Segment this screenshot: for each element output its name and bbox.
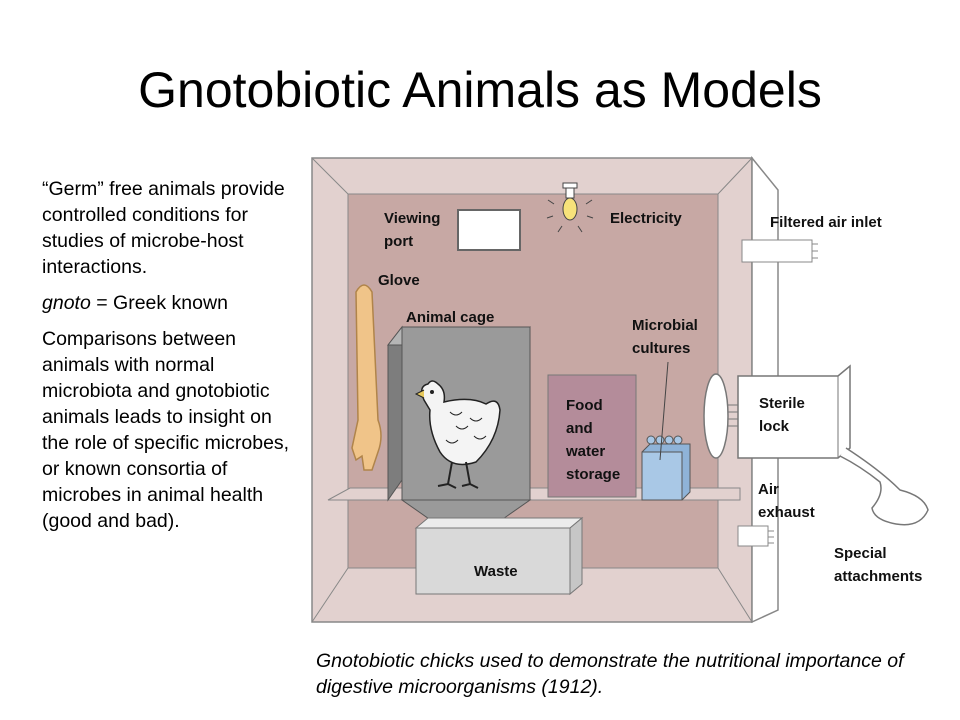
- label-glove: Glove: [378, 272, 420, 289]
- air-exhaust: [737, 525, 769, 547]
- paragraph-gnoto: gnoto = Greek known: [42, 290, 292, 316]
- label-food: Food: [566, 397, 603, 414]
- paragraph-germ-free: “Germ” free animals provide controlled c…: [42, 178, 285, 278]
- label-microbial-cultures-2: cultures: [632, 340, 690, 357]
- food-water-storage: [547, 374, 637, 498]
- glove: [351, 284, 382, 471]
- label-food-2: and: [566, 420, 593, 437]
- label-filtered-air-inlet: Filtered air inlet: [770, 214, 882, 231]
- label-viewing-port: Viewing: [384, 210, 440, 227]
- label-sterile-lock: Sterile: [759, 395, 805, 412]
- frame-corner-line: [311, 567, 349, 623]
- special-attachment-sleeve: [839, 447, 929, 526]
- label-animal-cage: Animal cage: [406, 309, 494, 326]
- waste-box: [415, 527, 571, 595]
- microbial-pointer-line: [659, 361, 669, 461]
- waste-box-side: [569, 516, 583, 596]
- body-text: “Germ” free animals provide controlled c…: [42, 176, 292, 544]
- figure-caption: Gnotobiotic chicks used to demonstrate t…: [316, 650, 904, 698]
- slide-title: Gnotobiotic Animals as Models: [138, 62, 822, 118]
- label-sterile-lock-2: lock: [759, 418, 790, 435]
- waste-box-top: [414, 517, 584, 529]
- light-bulb-icon: [546, 182, 594, 233]
- label-microbial-cultures: Microbial: [632, 317, 698, 334]
- filtered-air-inlet: [741, 239, 813, 263]
- sterile-lock-door: [703, 373, 729, 459]
- frame-corner-line: [717, 567, 753, 623]
- frame-corner-line: [311, 157, 349, 195]
- label-special-attachments-2: attachments: [834, 568, 922, 585]
- microbial-cultures: [641, 435, 691, 501]
- label-air-exhaust-2: exhaust: [758, 504, 815, 521]
- label-electricity: Electricity: [610, 210, 682, 227]
- label-waste: Waste: [474, 563, 518, 580]
- label-food-4: storage: [566, 466, 620, 483]
- label-air-exhaust: Air: [758, 481, 779, 498]
- term-gnoto-definition: = Greek known: [90, 292, 228, 314]
- paragraph-comparisons: Comparisons between animals with normal …: [42, 328, 290, 532]
- label-special-attachments: Special: [834, 545, 887, 562]
- animal-cage-side: [387, 325, 403, 502]
- sterile-lock-body: [737, 364, 851, 459]
- viewing-port: [457, 209, 521, 251]
- label-food-3: water: [565, 443, 605, 460]
- frame-corner-line: [717, 157, 753, 195]
- label-viewing-port-2: port: [384, 233, 413, 250]
- term-gnoto: gnoto: [42, 292, 91, 314]
- chicken-icon: [414, 380, 501, 489]
